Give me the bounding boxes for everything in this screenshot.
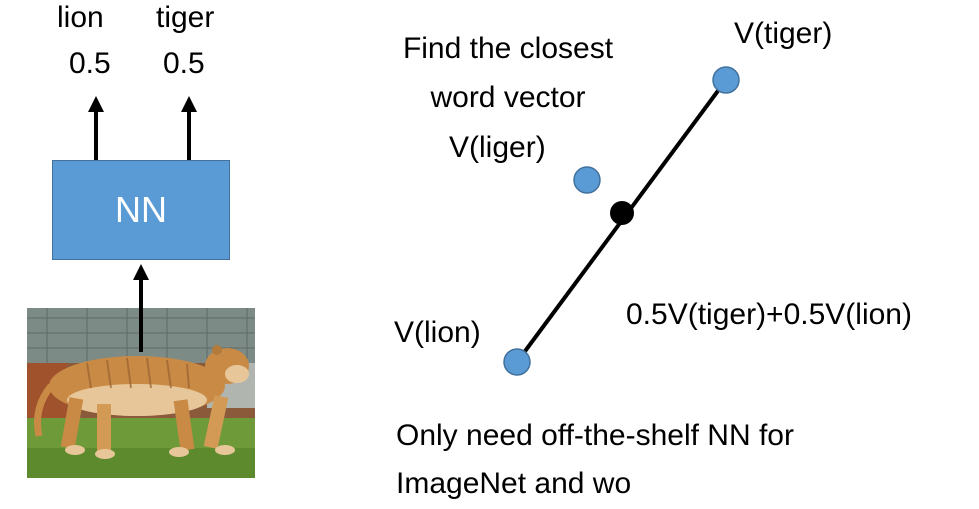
neural-network-label: NN: [115, 189, 167, 230]
midpoint-vector-point: [610, 201, 634, 225]
liger-vector-point: [573, 166, 601, 194]
lion-vector-point: [503, 348, 531, 376]
output-score-lion: 0.5: [69, 47, 111, 80]
tiger-vector-point: [712, 66, 740, 94]
output-label-tiger: tiger: [156, 1, 215, 34]
find-closest-line-1: Find the closest: [402, 32, 614, 65]
liger-vector-label: V(liger): [449, 131, 546, 164]
liger-photo: [27, 308, 255, 478]
footer-line-2: ImageNet and wo: [396, 467, 632, 500]
arrow-nn-to-lion: [88, 96, 104, 160]
lion-vector-label: V(lion): [394, 316, 481, 349]
tiger-vector-label: V(tiger): [734, 17, 833, 50]
find-closest-line-2: word vector: [430, 81, 586, 114]
liger-image: [27, 308, 255, 478]
output-label-lion: lion: [57, 1, 104, 34]
neural-network-box: NN: [52, 160, 230, 260]
output-score-tiger: 0.5: [163, 47, 205, 80]
arrow-nn-to-tiger: [181, 96, 197, 160]
footer-line-1: Only need off-the-shelf NN for: [396, 419, 794, 452]
combination-vector-label: 0.5V(tiger)+0.5V(lion): [626, 298, 912, 331]
arrow-image-to-nn: [133, 264, 149, 352]
